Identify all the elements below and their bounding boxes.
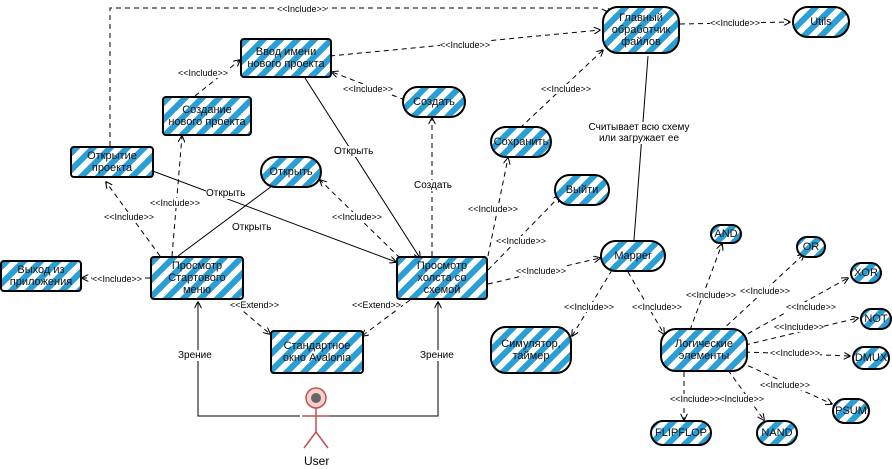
psum-label: PSUM <box>835 405 867 417</box>
not-node[interactable]: NOT <box>860 308 892 330</box>
edge-canvas-save <box>487 158 508 257</box>
mapper-label: Mapper <box>614 250 652 262</box>
std-window-node[interactable]: Стандартное окно Avalonia <box>270 330 364 374</box>
include-label: <<Include>> <box>468 204 519 214</box>
vision-label: Зрение <box>420 350 454 361</box>
edge-start-create-project <box>171 136 182 257</box>
include-label: <<Include>> <box>178 68 229 78</box>
utils-label: Utils <box>810 16 832 28</box>
open-project-label: Открытие проекта <box>87 150 137 174</box>
exit-label: Выйти <box>565 184 599 196</box>
include-label: <<Include>> <box>343 84 394 94</box>
dmux-label: DMUX <box>854 352 888 364</box>
reads-scheme-label: Считывает всю схему или загружает ее <box>584 122 694 144</box>
exit-app-label: Выход из приложения <box>9 264 73 288</box>
edge-open-project-canvas <box>149 169 396 262</box>
create-node[interactable]: Создать <box>402 86 466 118</box>
include-label: <<Include>> <box>277 4 328 14</box>
create-label: Создать <box>413 96 455 108</box>
edge-mapper-logic <box>627 271 664 334</box>
enter-name-label: Ввод имени нового проекта <box>247 46 325 70</box>
edge-mapper-main-handler <box>633 55 649 241</box>
include-label: <<Include>> <box>332 212 383 222</box>
extend-label: <<Extend>> <box>230 300 280 310</box>
xor-label: XOR <box>854 267 878 279</box>
view-canvas-label: Просмотр холста со схемой <box>416 260 468 296</box>
include-label: <<Include>> <box>496 236 547 246</box>
exit-node[interactable]: Выйти <box>554 174 610 206</box>
include-label: <<Include>> <box>770 348 821 358</box>
flipflop-node[interactable]: FLIPFLOP <box>650 420 712 446</box>
include-label: <<Include>> <box>564 302 615 312</box>
edge-create-project-enter-name <box>194 60 240 97</box>
view-canvas-node[interactable]: Просмотр холста со схемой <box>396 256 488 300</box>
dmux-node[interactable]: DMUX <box>852 346 890 370</box>
psum-node[interactable]: PSUM <box>832 398 870 424</box>
include-label: <<Include>> <box>632 302 683 312</box>
utils-node[interactable]: Utils <box>792 6 850 38</box>
include-label: <<Include>> <box>714 394 765 404</box>
simulator-label: Симулятор, таймер <box>501 338 561 362</box>
or-node[interactable]: OR <box>796 236 826 258</box>
create-edge-label: Создать <box>414 180 453 191</box>
include-label: <<Include>> <box>92 274 143 284</box>
include-label: <<Include>> <box>104 212 155 222</box>
user-actor <box>302 387 330 449</box>
not-label: NOT <box>864 313 888 325</box>
include-label: <<Include>> <box>774 322 825 332</box>
simulator-node[interactable]: Симулятор, таймер <box>490 326 572 374</box>
save-node[interactable]: Сохранить <box>490 126 552 158</box>
logic-label: Логические элементы <box>675 338 733 362</box>
enter-name-node[interactable]: Ввод имени нового проекта <box>240 38 332 78</box>
open-edge-label: Открыть <box>206 188 246 199</box>
edge-logic-xor <box>739 278 848 339</box>
include-label: <<Include>> <box>150 198 201 208</box>
open-project-node[interactable]: Открытие проекта <box>70 146 154 178</box>
include-label: <<Include>> <box>710 18 761 28</box>
edge-logic-and <box>689 244 722 331</box>
extend-label: <<Extend>> <box>352 300 402 310</box>
mapper-node[interactable]: Mapper <box>600 240 666 272</box>
edge-user-canvas <box>328 302 438 417</box>
include-label: <<Include>> <box>686 290 737 300</box>
create-project-label: Создание нового проекта <box>168 104 246 128</box>
edge-canvas-std <box>362 299 411 336</box>
create-project-node[interactable]: Создание нового проекта <box>162 96 252 136</box>
view-start-label: Просмотр Стартового меню <box>168 260 226 296</box>
include-label: <<Include>> <box>760 380 811 390</box>
edge-logic-psum <box>739 361 832 404</box>
edge-enter-name-canvas <box>304 77 420 258</box>
include-label: <<Include>> <box>786 302 837 312</box>
nand-label: NAND <box>761 427 793 439</box>
nand-node[interactable]: NAND <box>756 420 798 446</box>
include-label: <<Include>> <box>670 394 721 404</box>
and-node[interactable]: AND <box>710 224 742 244</box>
exit-app-node[interactable]: Выход из приложения <box>0 260 82 292</box>
open-node[interactable]: Открыть <box>260 156 322 188</box>
logic-node[interactable]: Логические элементы <box>660 328 748 372</box>
include-label: <<Include>> <box>516 266 567 276</box>
xor-node[interactable]: XOR <box>850 262 882 284</box>
vision-label: Зрение <box>178 350 212 361</box>
include-label: <<Include>> <box>541 84 592 94</box>
open-label: Открыть <box>269 166 313 178</box>
main-handler-node[interactable]: Главный обработчик файлов <box>602 6 680 54</box>
std-window-label: Стандартное окно Avalonia <box>282 340 352 364</box>
user-label: User <box>304 454 330 468</box>
edge-start-open <box>177 180 280 257</box>
or-label: OR <box>802 241 820 253</box>
flipflop-label: FLIPFLOP <box>655 427 707 439</box>
main-handler-label: Главный обработчик файлов <box>611 12 671 48</box>
include-label: <<Include>> <box>440 40 491 50</box>
edge-user-start <box>198 302 300 417</box>
save-label: Сохранить <box>493 136 549 148</box>
view-start-node[interactable]: Просмотр Стартового меню <box>150 256 244 300</box>
include-label: <<Include>> <box>740 286 791 296</box>
open-edge-label: Открыть <box>334 146 374 157</box>
open-edge-label: Открыть <box>232 222 272 233</box>
and-label: AND <box>714 228 738 240</box>
